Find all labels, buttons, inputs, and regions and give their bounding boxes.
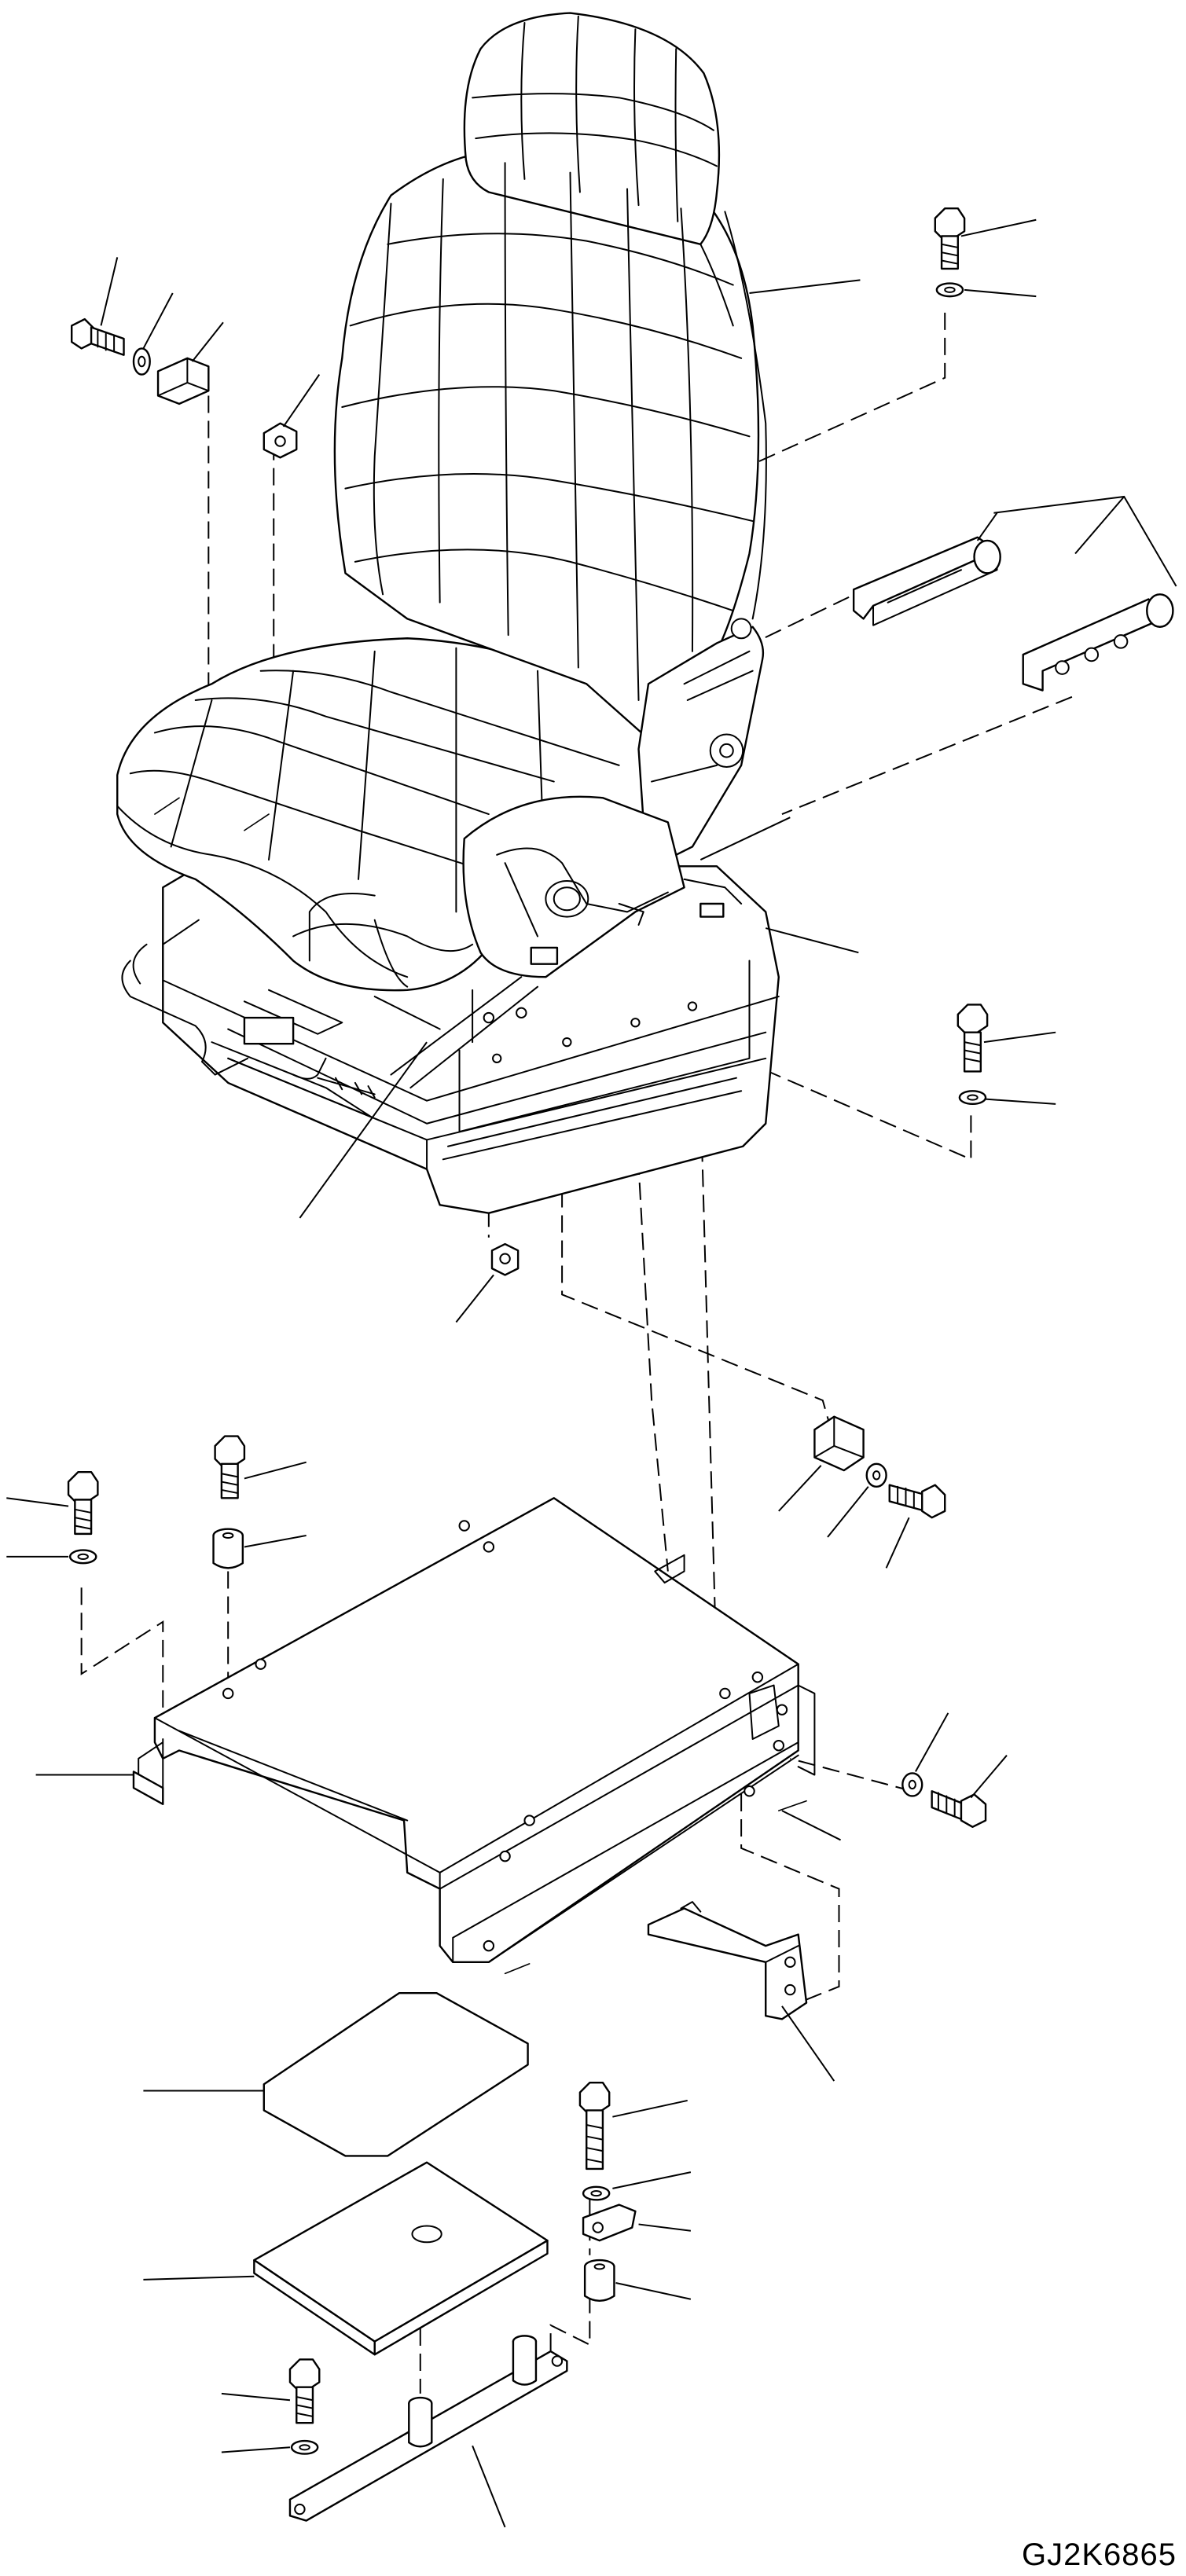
side-bracket bbox=[648, 1902, 806, 2019]
block-plate bbox=[254, 2163, 547, 2355]
top-left-hardware bbox=[72, 319, 296, 457]
top-right-hardware bbox=[935, 208, 964, 296]
seat-backrest bbox=[335, 13, 766, 868]
seat-rails bbox=[854, 538, 1173, 691]
bracket-washer-bolt bbox=[814, 1417, 945, 1517]
stand-right-hardware bbox=[902, 1773, 986, 1826]
control-harness bbox=[464, 797, 742, 977]
lower-stack-hardware bbox=[580, 2082, 635, 2301]
nut-under-seat bbox=[492, 1244, 518, 1275]
mid-right-hardware bbox=[958, 1004, 987, 1103]
seat-stand bbox=[134, 1498, 814, 1973]
bottom-left-hardware bbox=[290, 2359, 319, 2453]
left-stand-hardware bbox=[68, 1437, 244, 1569]
drawing-code-label: GJ2K6865 bbox=[1021, 2537, 1177, 2572]
mat-pad bbox=[264, 1993, 528, 2156]
bottom-strap bbox=[290, 2336, 567, 2520]
leader-lines bbox=[6, 220, 1176, 2527]
